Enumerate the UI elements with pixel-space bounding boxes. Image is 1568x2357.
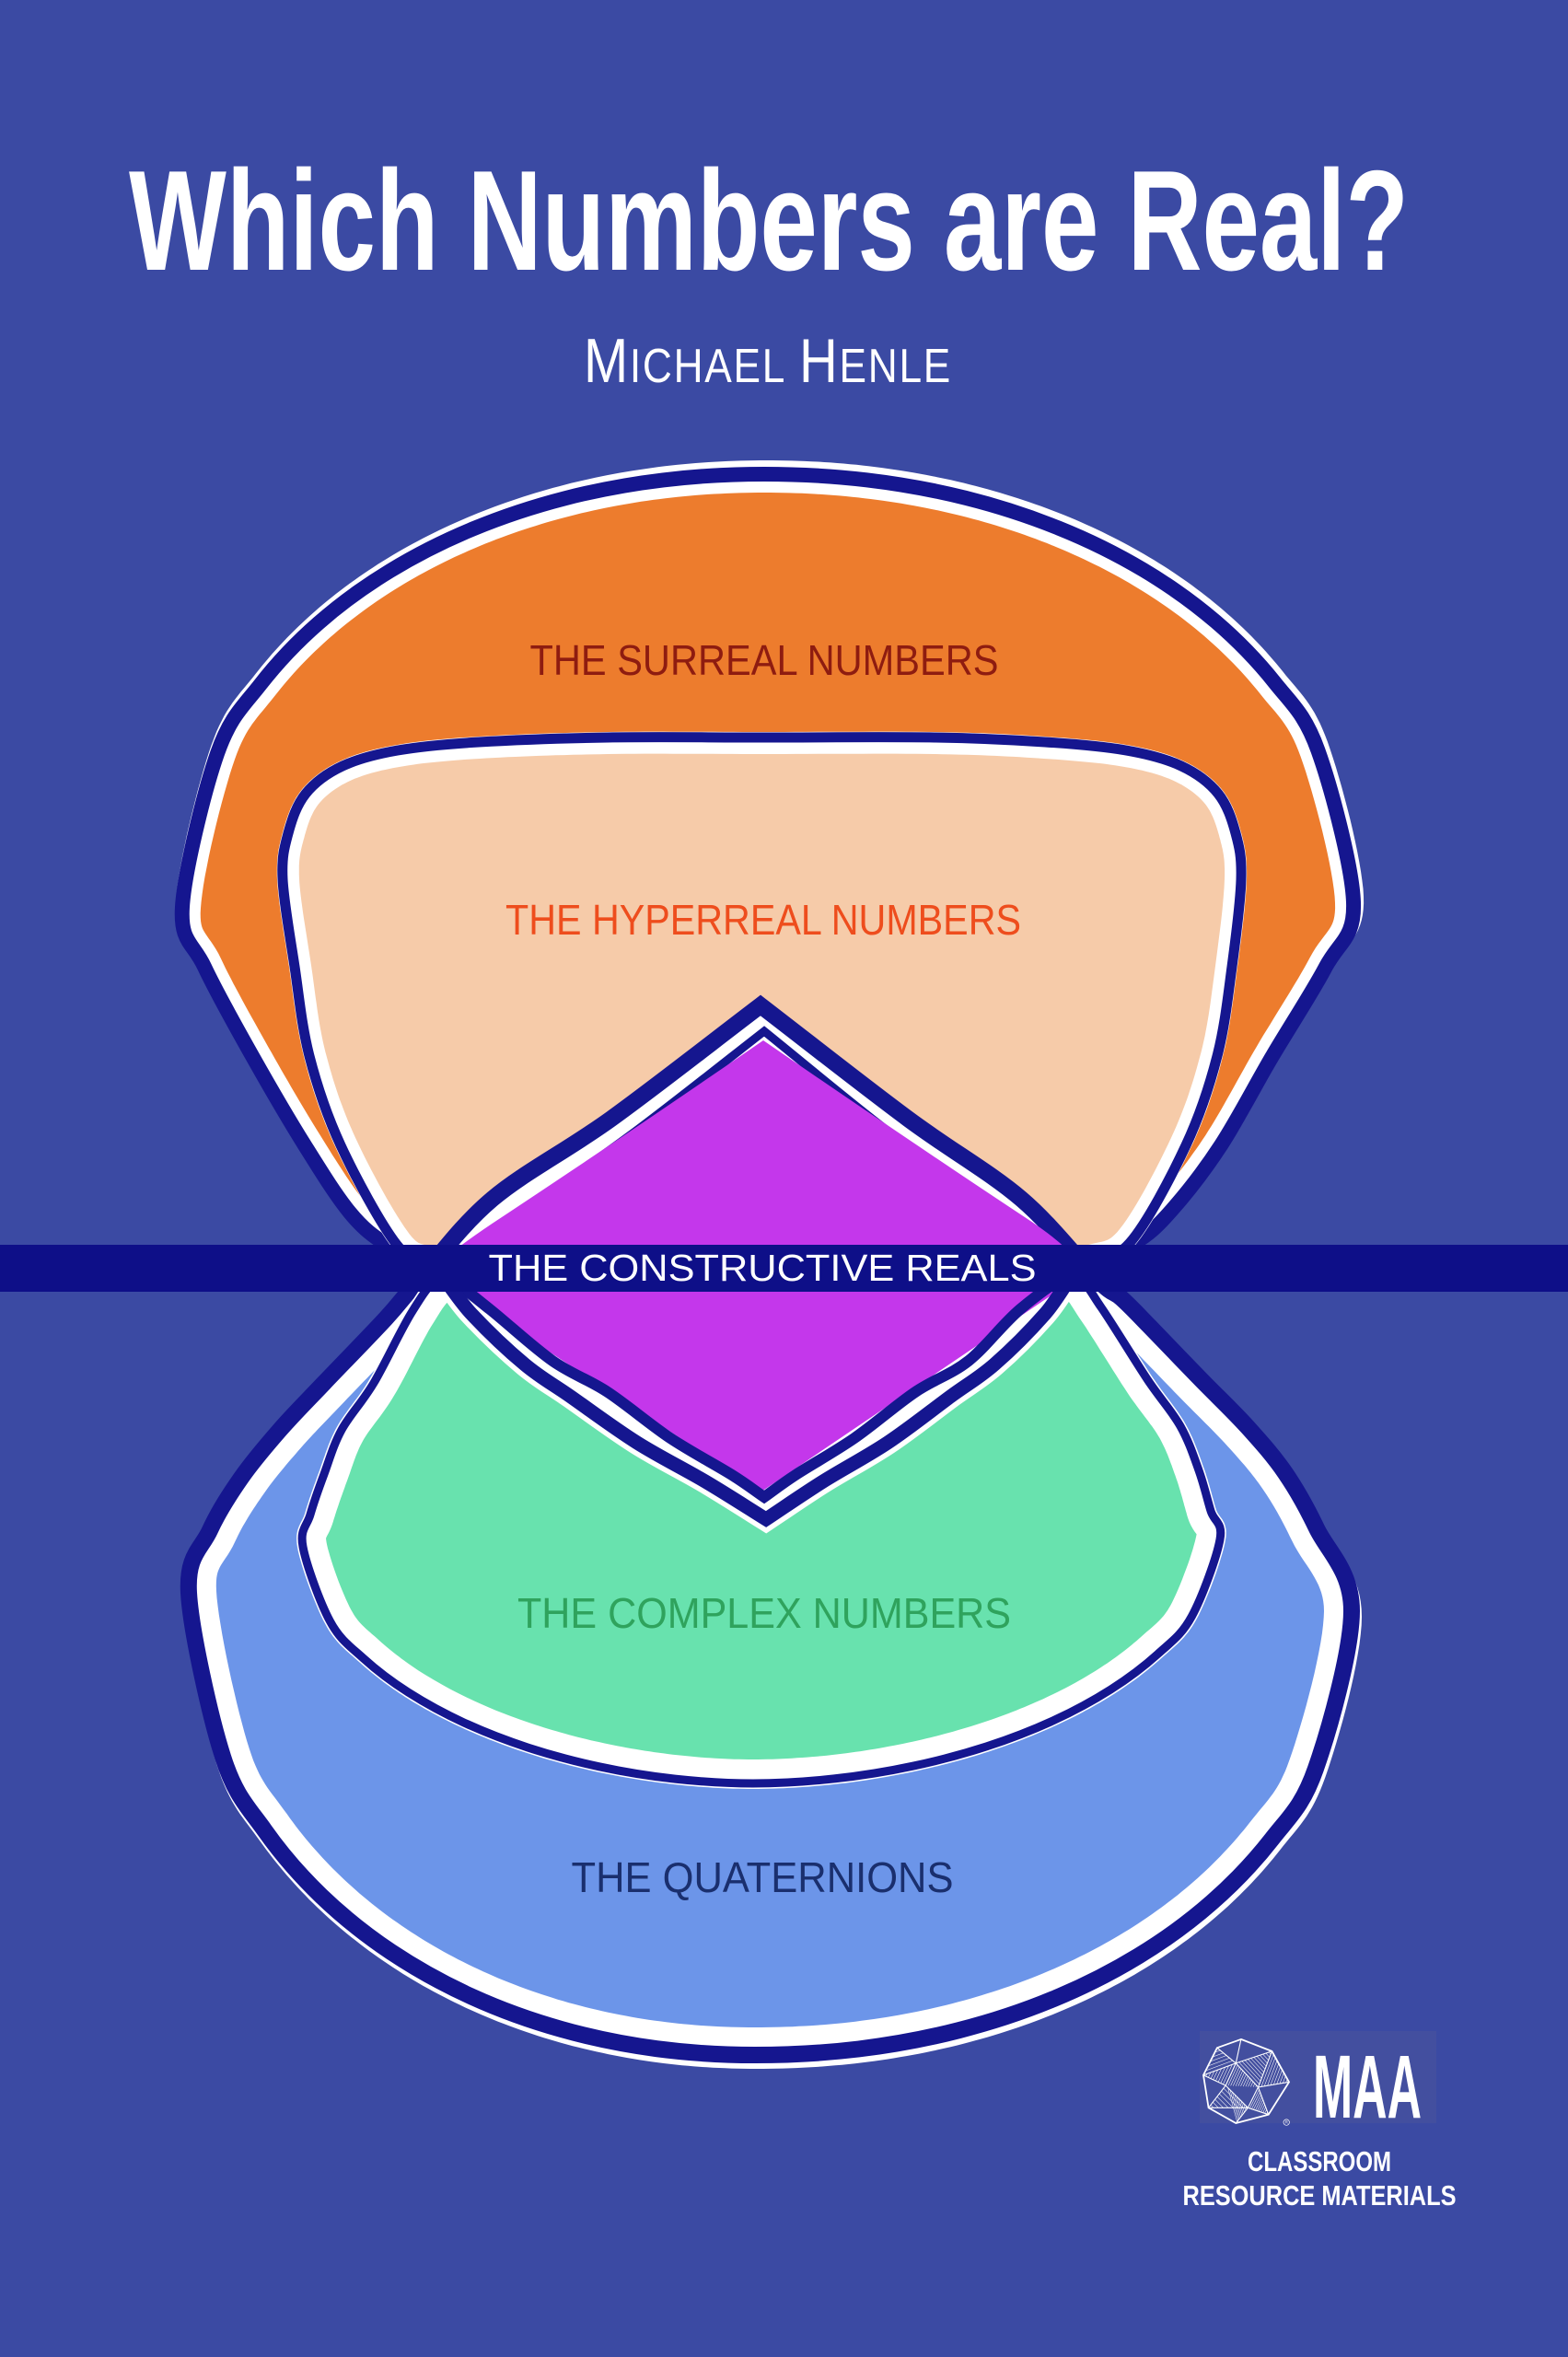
svg-text:Which Numbers are Real?: Which Numbers are Real?: [129, 141, 1409, 300]
svg-text:MAA: MAA: [1313, 2037, 1422, 2137]
svg-text:CLASSROOM: CLASSROOM: [1248, 2145, 1391, 2177]
svg-text:RESOURCE MATERIALS: RESOURCE MATERIALS: [1183, 2179, 1457, 2212]
svg-text:R: R: [1285, 2120, 1289, 2125]
svg-text:THE QUATERNIONS: THE QUATERNIONS: [572, 1853, 954, 1901]
svg-text:THE COMPLEX NUMBERS: THE COMPLEX NUMBERS: [517, 1589, 1011, 1637]
svg-text:THE SURREAL NUMBERS: THE SURREAL NUMBERS: [530, 636, 999, 684]
svg-text:MICHAEL HENLE: MICHAEL HENLE: [584, 326, 952, 396]
svg-text:THE HYPERREAL NUMBERS: THE HYPERREAL NUMBERS: [505, 896, 1021, 944]
svg-text:THE CONSTRUCTIVE REALS: THE CONSTRUCTIVE REALS: [489, 1247, 1037, 1289]
